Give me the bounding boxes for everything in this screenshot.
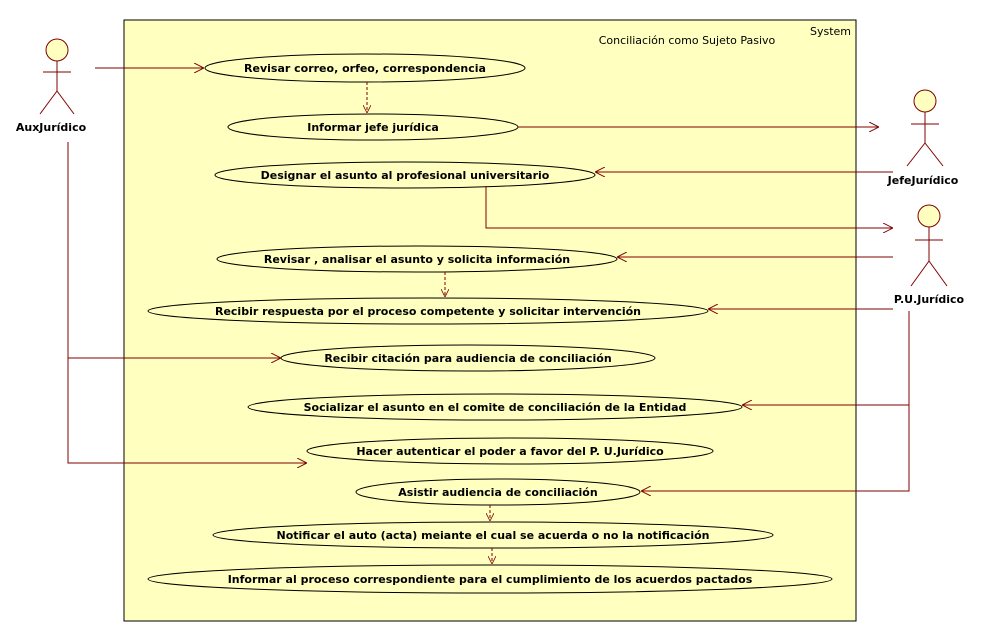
svg-text:Revisar correo, orfeo, corresp: Revisar correo, orfeo, correspondencia [244,62,486,75]
assoc-aux-hacer-autenticar [67,358,307,463]
actor-aux-juridico-label: AuxJurídico [16,121,87,134]
use-case-informar-jefe[interactable]: Informar jefe jurídica [227,113,519,141]
actor-pu-juridico[interactable] [910,204,948,287]
assoc-designar-to-pu [485,186,893,228]
use-case-designar-asunto[interactable]: Designar el asunto al profesional univer… [214,161,596,189]
actor-jefe-juridico[interactable] [906,89,944,167]
use-case-asistir-audiencia[interactable]: Asistir audiencia de conciliación [355,478,641,506]
svg-text:Notificar el auto (acta) meian: Notificar el auto (acta) meiante el cual… [277,529,710,542]
use-case-recibir-citacion[interactable]: Recibir citación para audiencia de conci… [280,344,656,372]
use-case-recibir-respuesta[interactable]: Recibir respuesta por el proceso compete… [147,297,709,325]
svg-text:Asistir audiencia de conciliac: Asistir audiencia de conciliación [398,486,597,499]
use-case-informar-proceso[interactable]: Informar al proceso correspondiente para… [147,564,833,594]
use-case-notificar-auto[interactable]: Notificar el auto (acta) meiante el cual… [212,521,774,549]
assoc-pu-asistir [641,405,910,491]
svg-text:Recibir citación para audienci: Recibir citación para audiencia de conci… [324,352,611,365]
actor-jefe-juridico-label: JefeJurídico [887,174,959,187]
svg-text:Recibir respuesta por el proce: Recibir respuesta por el proceso compete… [215,305,641,318]
svg-text:Hacer autenticar el poder a fa: Hacer autenticar el poder a favor del P.… [356,445,664,458]
use-case-revisar-analisar[interactable]: Revisar , analisar el asunto y solicita … [216,245,618,273]
use-case-hacer-autenticar[interactable]: Hacer autenticar el poder a favor del P.… [306,437,714,465]
system-title: Conciliación como Sujeto Pasivo [599,34,776,47]
svg-text:Socializar el asunto en el com: Socializar el asunto en el comite de con… [304,401,687,414]
actor-aux-juridico[interactable] [39,38,75,115]
svg-text:Informar jefe jurídica: Informar jefe jurídica [307,121,439,134]
system-label: System [810,25,851,38]
svg-text:Informar al proceso correspond: Informar al proceso correspondiente para… [228,573,753,586]
svg-text:Revisar , analisar el asunto y: Revisar , analisar el asunto y solicita … [264,253,570,266]
actor-pu-juridico-label: P.U.Jurídico [894,293,965,306]
use-case-socializar-asunto[interactable]: Socializar el asunto en el comite de con… [247,393,743,421]
svg-text:Designar el asunto al profesio: Designar el asunto al profesional univer… [261,169,550,182]
use-case-revisar-correo[interactable]: Revisar correo, orfeo, correspondencia [204,53,526,83]
